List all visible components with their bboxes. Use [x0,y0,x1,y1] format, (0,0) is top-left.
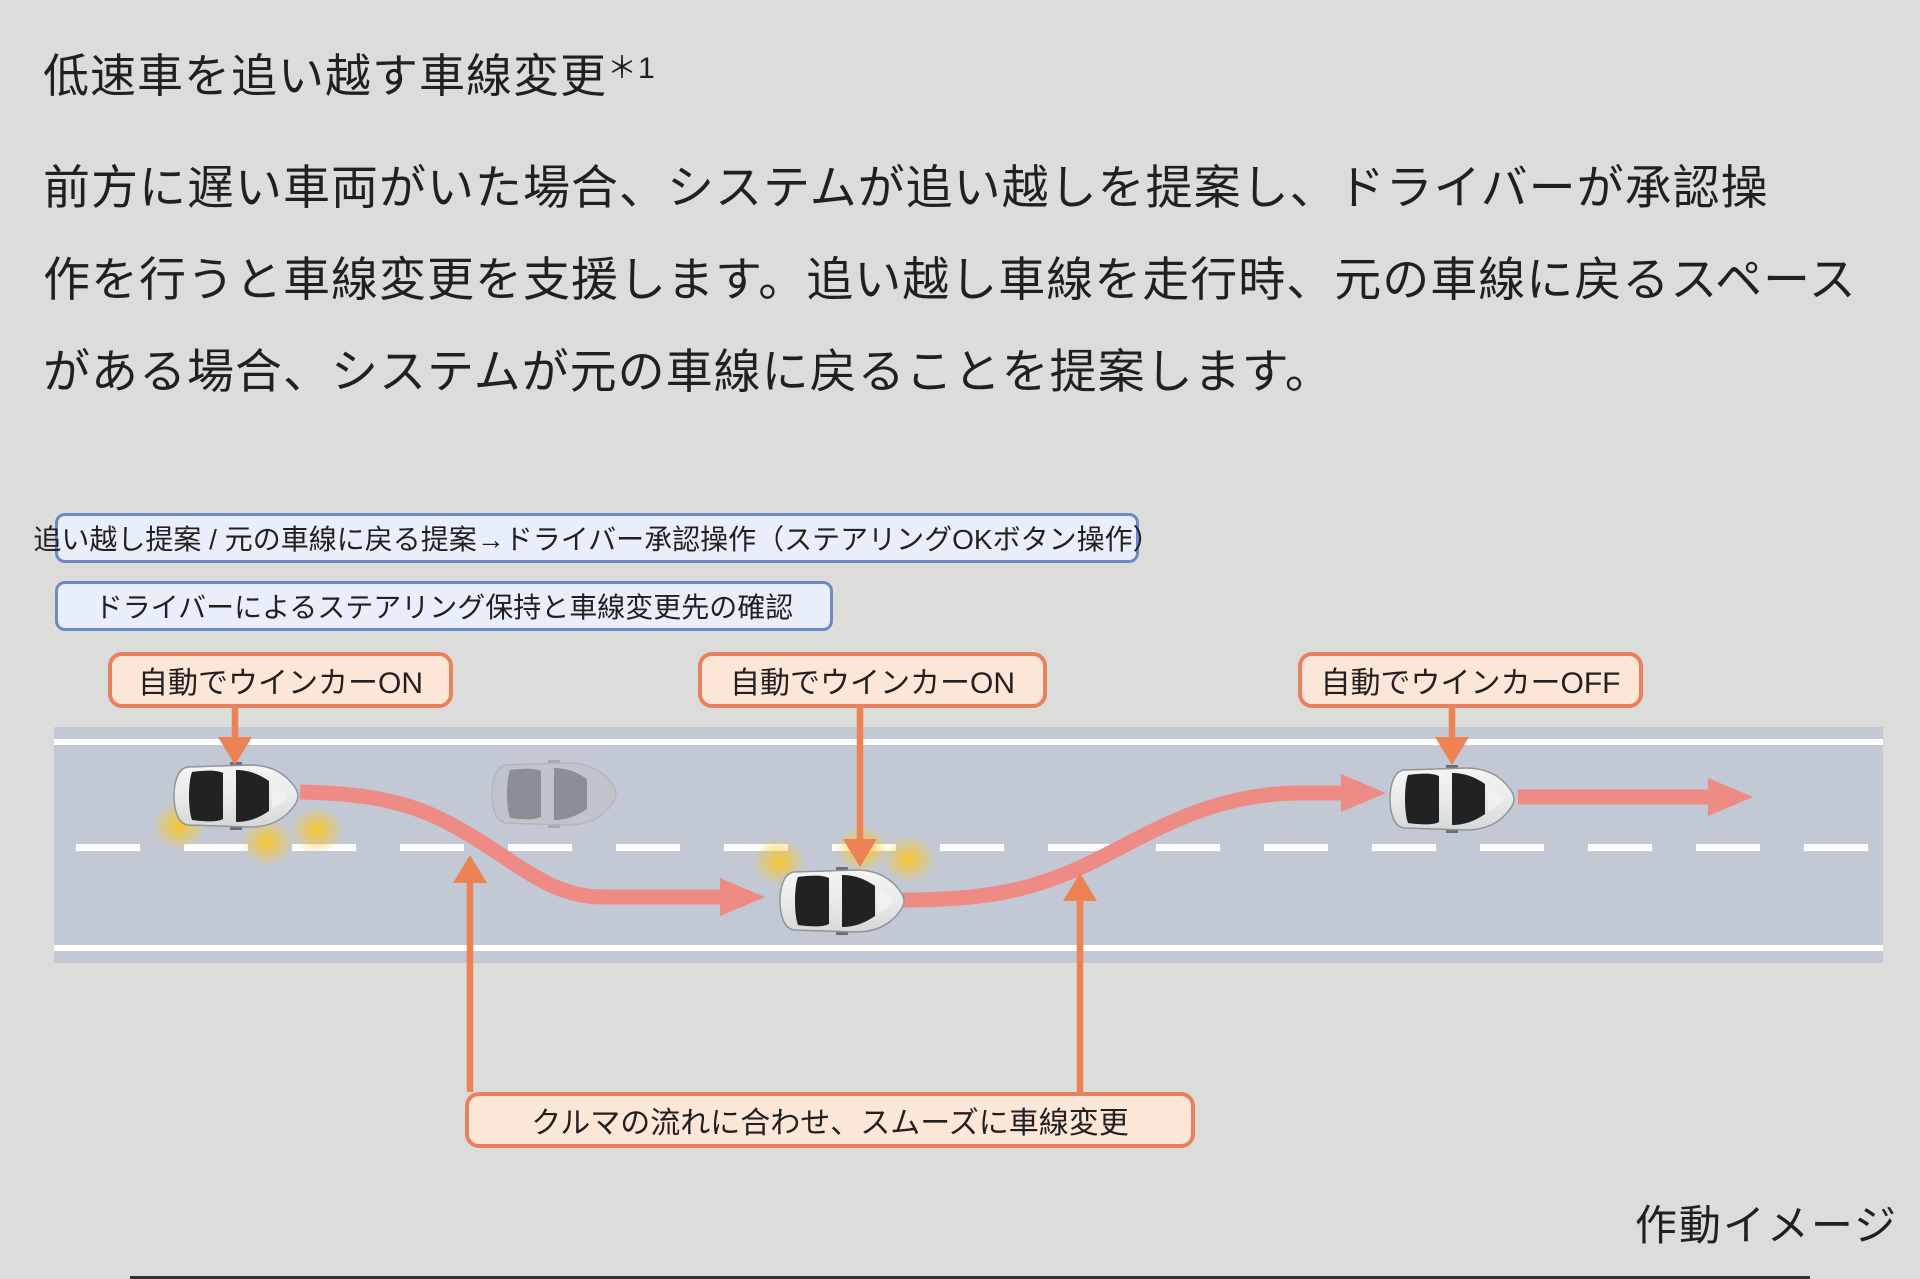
title-text: 低速車を追い越す車線変更 [43,50,607,102]
turn-signal-glow [882,835,936,883]
car-ego-start-lane [173,762,299,830]
page-title: 低速車を追い越す車線変更＊1 [43,40,656,106]
callout-steering-hold: ドライバーによるステアリング保持と車線変更先の確認 [55,581,833,631]
road-edge-line-top [54,739,1883,745]
diagram-caption: 作動イメージ [1634,1202,1898,1249]
car-ego-returned-lane [1389,765,1515,833]
footnote-marker: ＊1 [607,52,656,85]
turn-signal-glow [290,806,344,854]
description-line: 作を行うと車線変更を支援します。追い越し車線を走行時、元の車線に戻るスペース [43,253,1857,306]
description-line: がある場合、システムが元の車線に戻ることを提案します。 [43,345,1333,398]
lane-change-trajectory-arrows [299,774,1753,916]
road-edge-line-bottom [54,945,1883,951]
callout-winker-on-middle: 自動でウインカーON [698,652,1047,708]
callout-approval-operation: 追い越し提案 / 元の車線に戻る提案→ドライバー承認操作（ステアリングOKボタン… [33,513,1161,563]
road [54,727,1883,963]
turn-signal-glow [835,825,889,873]
car-slow-vehicle-ahead [491,760,617,828]
trajectory-arrowhead [1341,774,1386,812]
description-text: 前方に遅い車両がいた場合、システムが追い越しを提案し、ドライバーが承認操 作を行… [43,142,1857,418]
trajectory-arrowhead [1708,778,1753,816]
description-line: 前方に遅い車両がいた場合、システムが追い越しを提案し、ドライバーが承認操 [43,161,1769,214]
trajectory-arrowhead [720,878,765,916]
callout-winker-on-left: 自動でウインカーON [108,652,453,708]
bottom-edge-artifact [130,1276,1810,1279]
car-ego-overtaking-lane [779,867,905,935]
callout-winker-off-right: 自動でウインカーOFF [1298,652,1643,708]
trajectory-segment-overtake [299,784,720,905]
callout-smooth-lane-change: クルマの流れに合わせ、スムーズに車線変更 [465,1092,1195,1148]
trajectory-segment-return [902,785,1341,908]
lane-divider-dashed-line [54,844,1883,851]
